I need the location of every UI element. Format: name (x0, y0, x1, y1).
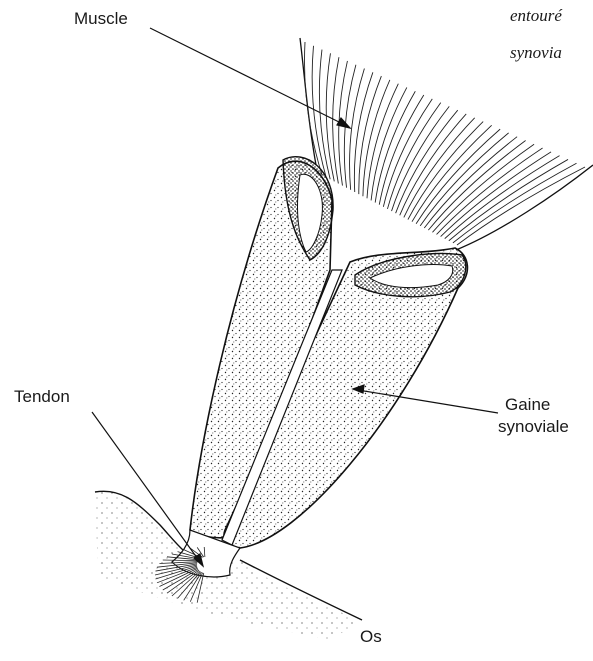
caption-line-1: entouré (510, 6, 562, 26)
muscle-shape (300, 35, 593, 250)
tendon-label: Tendon (14, 386, 70, 407)
os-label: Os (360, 626, 382, 647)
gaine-label-line-1: Gaine (505, 394, 550, 415)
caption-line-2: synovia (510, 43, 562, 63)
muscle-label: Muscle (74, 8, 128, 29)
gaine-label-line-2: synoviale (498, 416, 569, 437)
